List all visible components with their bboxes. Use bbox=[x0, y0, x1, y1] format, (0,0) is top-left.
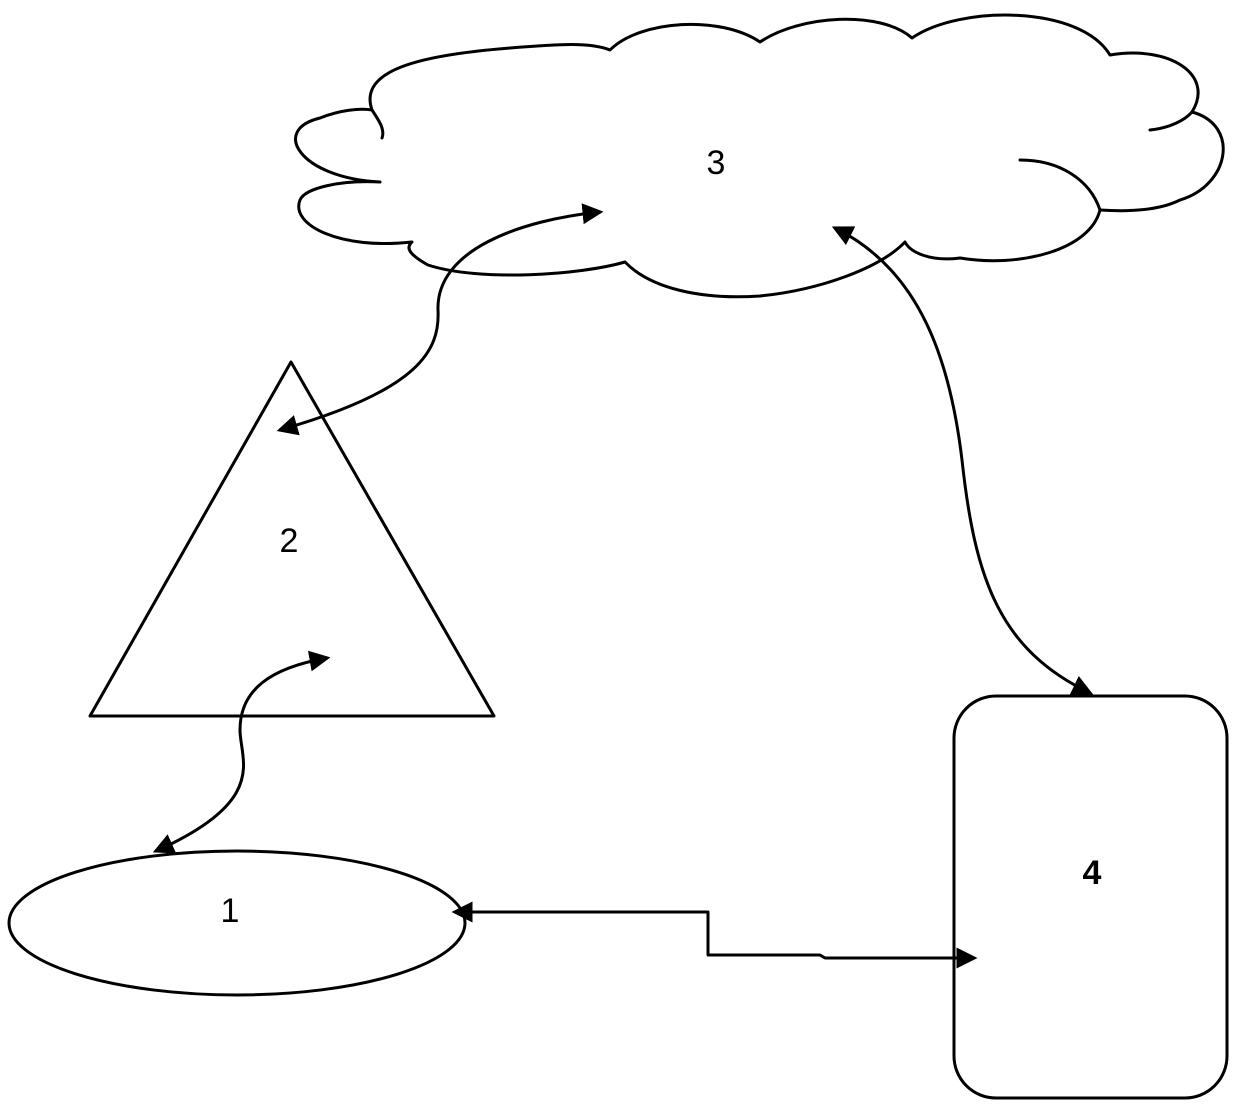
cloud-inner-curve bbox=[372, 110, 383, 138]
node-4-rounded-rectangle[interactable]: 4 bbox=[954, 696, 1227, 1098]
connector-3-4-arrow[interactable] bbox=[835, 228, 1090, 693]
node-1-ellipse[interactable]: 1 bbox=[9, 851, 465, 995]
node-3-label: 3 bbox=[707, 144, 726, 182]
cloud-shape bbox=[296, 15, 1224, 297]
node-1-label: 1 bbox=[221, 892, 240, 930]
connector-2-3-arrow[interactable] bbox=[280, 212, 600, 430]
connector-1-2-arrow[interactable] bbox=[156, 658, 327, 851]
cloud-inner-curve bbox=[1020, 160, 1100, 210]
node-2-label: 2 bbox=[280, 522, 299, 560]
node-4-label: 4 bbox=[1083, 854, 1102, 892]
rounded-rectangle-shape bbox=[954, 696, 1227, 1098]
connector-1-4-arrow[interactable] bbox=[455, 912, 974, 958]
node-3-cloud[interactable]: 3 bbox=[296, 15, 1224, 297]
cloud-inner-curve bbox=[1150, 112, 1192, 130]
node-2-triangle[interactable]: 2 bbox=[90, 362, 494, 716]
